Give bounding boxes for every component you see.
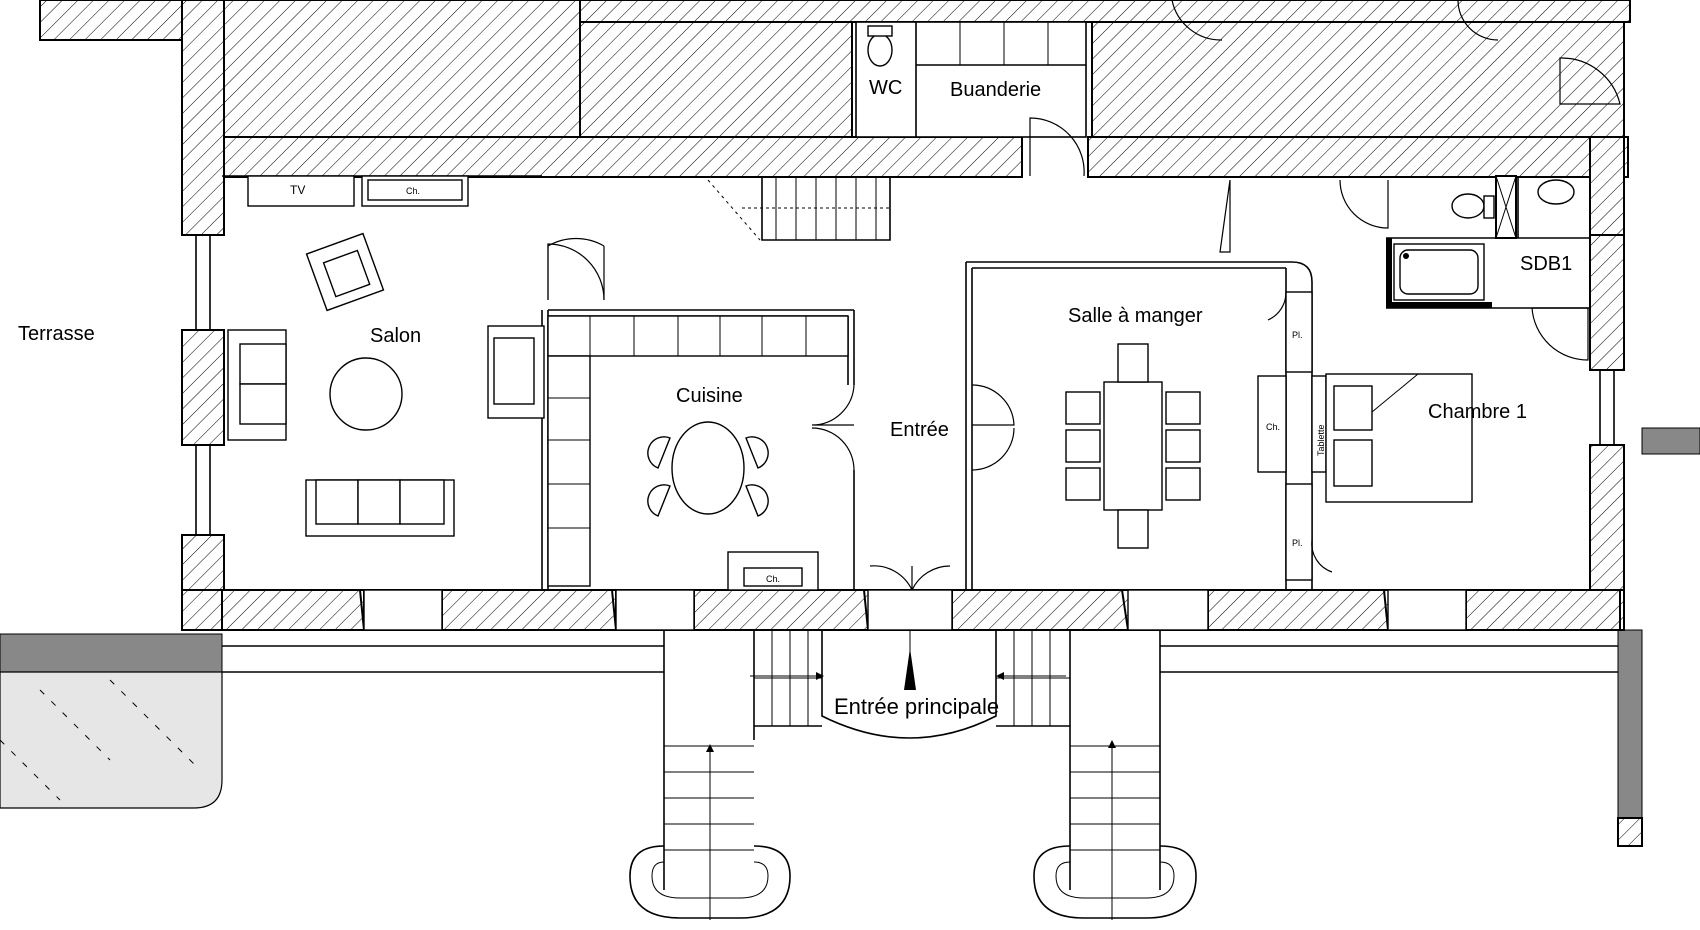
room-label-buanderie: Buanderie [950, 79, 1041, 101]
room-label-salle-a-manger: Salle à manger [1068, 305, 1203, 327]
right-wall [1589, 136, 1700, 847]
fireplace-label-salon: Ch. [406, 186, 420, 196]
salon-furniture: TV Ch. Salon [227, 175, 545, 537]
shelf-label: Tablette [1316, 424, 1326, 456]
dining-furniture: Salle à manger [1065, 305, 1203, 549]
closet-label-top: Pl. [1292, 330, 1303, 340]
room-label-chambre1: Chambre 1 [1428, 401, 1527, 423]
room-label-salon: Salon [370, 325, 421, 347]
room-label-entree: Entrée [890, 419, 949, 441]
exterior-front [0, 633, 1618, 809]
room-label-wc: WC [869, 77, 902, 99]
interior-staircase [707, 176, 891, 241]
left-wall [181, 0, 225, 631]
fireplace-label-cuisine: Ch. [766, 574, 780, 584]
closets: Pl. Pl. Ch. Tablette [1257, 291, 1333, 581]
closet-label-bottom: Pl. [1292, 538, 1303, 548]
doors [547, 0, 1621, 591]
room-label-sdb1: SDB1 [1520, 253, 1572, 275]
front-stairs: Entrée principale [629, 630, 1197, 920]
front-wall [181, 589, 1625, 631]
room-label-entree-principale: Entrée principale [834, 694, 999, 719]
room-label-terrasse: Terrasse [18, 323, 95, 345]
wc-buanderie-area: WC Buanderie [855, 21, 1087, 177]
fireplace-label-chambre: Ch. [1266, 422, 1280, 432]
room-label-cuisine: Cuisine [676, 385, 743, 407]
bedroom-furniture: Chambre 1 [1325, 373, 1527, 503]
upper-wall-block [39, 0, 1631, 178]
tv-label: TV [290, 183, 305, 197]
bathroom-fixtures: SDB1 [1393, 175, 1575, 301]
cuisine-furniture: Ch. Cuisine [547, 315, 849, 591]
